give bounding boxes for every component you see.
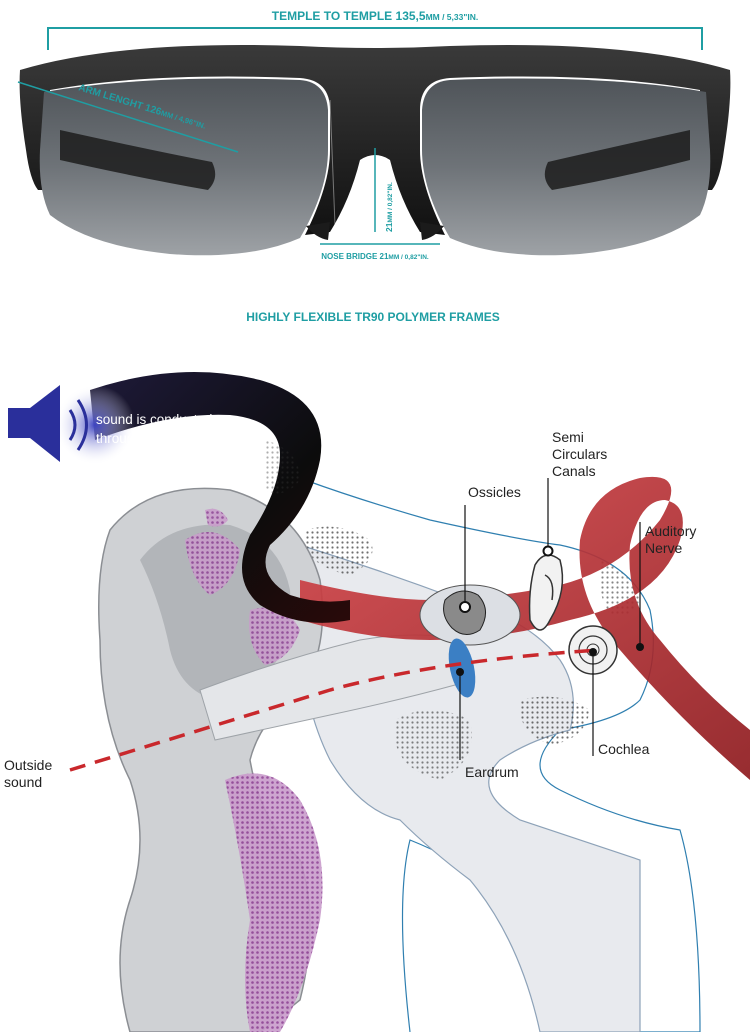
ear-diagram: sound is conducted through bone's vibrat…: [4, 372, 750, 1032]
bone-texture-lower: [395, 710, 472, 780]
right-arm: [544, 130, 690, 190]
bone-texture-upper: [305, 526, 373, 575]
temple-width-bracket: [47, 27, 703, 50]
cochlea-label: Cochlea: [598, 741, 650, 757]
auditory-nerve: [300, 476, 750, 780]
outside-sound-path: [69, 648, 601, 772]
eardrum-label: Eardrum: [465, 764, 519, 780]
bone-conduction-path: [90, 372, 350, 623]
outside-sound-label: Outside: [4, 757, 52, 773]
bone-conduction-label: sound is conducted: [96, 412, 212, 427]
speaker-icon: [8, 385, 135, 465]
auditory-nerve-label-2: Nerve: [645, 540, 683, 556]
lens-highlight: [329, 99, 337, 251]
cochlea-dot: [589, 648, 597, 656]
left-arm: [60, 130, 216, 190]
left-nose-pad: [306, 222, 330, 240]
semicircular-canals-shape: [528, 554, 564, 631]
bone-marrow-small: [205, 508, 228, 527]
height-label: 21MM / 0,82"IN.: [384, 182, 394, 232]
semicircular-label-3: Canals: [552, 463, 596, 479]
semicircular-dot: [542, 545, 554, 557]
temple-width-label: TEMPLE TO TEMPLE 135,5MM / 5,33"IN.: [272, 9, 479, 23]
bone-conduction-label-2: through bone's vibration: [96, 431, 240, 446]
nose-bridge-label: NOSE BRIDGE 21MM / 0,82"IN.: [321, 252, 429, 261]
ossicles-dot: [459, 601, 471, 613]
eardrum-shape: [448, 638, 476, 698]
right-nose-pad: [420, 222, 444, 240]
bone-texture-inner: [520, 696, 590, 745]
auditory-nerve-dot: [636, 643, 644, 651]
frame-caption: HIGHLY FLEXIBLE TR90 POLYMER FRAMES: [246, 310, 500, 324]
glasses-section: TEMPLE TO TEMPLE 135,5MM / 5,33"IN. ARM …: [17, 9, 731, 324]
bone-marrow-lower: [225, 773, 323, 1032]
auditory-nerve-label: Auditory: [645, 523, 696, 539]
semicircular-label-2: Circulars: [552, 446, 607, 462]
bone-marrow-mid: [249, 607, 300, 665]
conduction-dots: [265, 440, 300, 494]
semicircular-label: Semi: [552, 429, 584, 445]
ossicles-label: Ossicles: [468, 484, 521, 500]
bone-marrow-upper: [185, 532, 240, 595]
eardrum-dot: [456, 668, 464, 676]
glasses-frame: [19, 45, 731, 235]
arm-length-line: [17, 81, 239, 153]
outside-sound-label-2: sound: [4, 774, 42, 790]
